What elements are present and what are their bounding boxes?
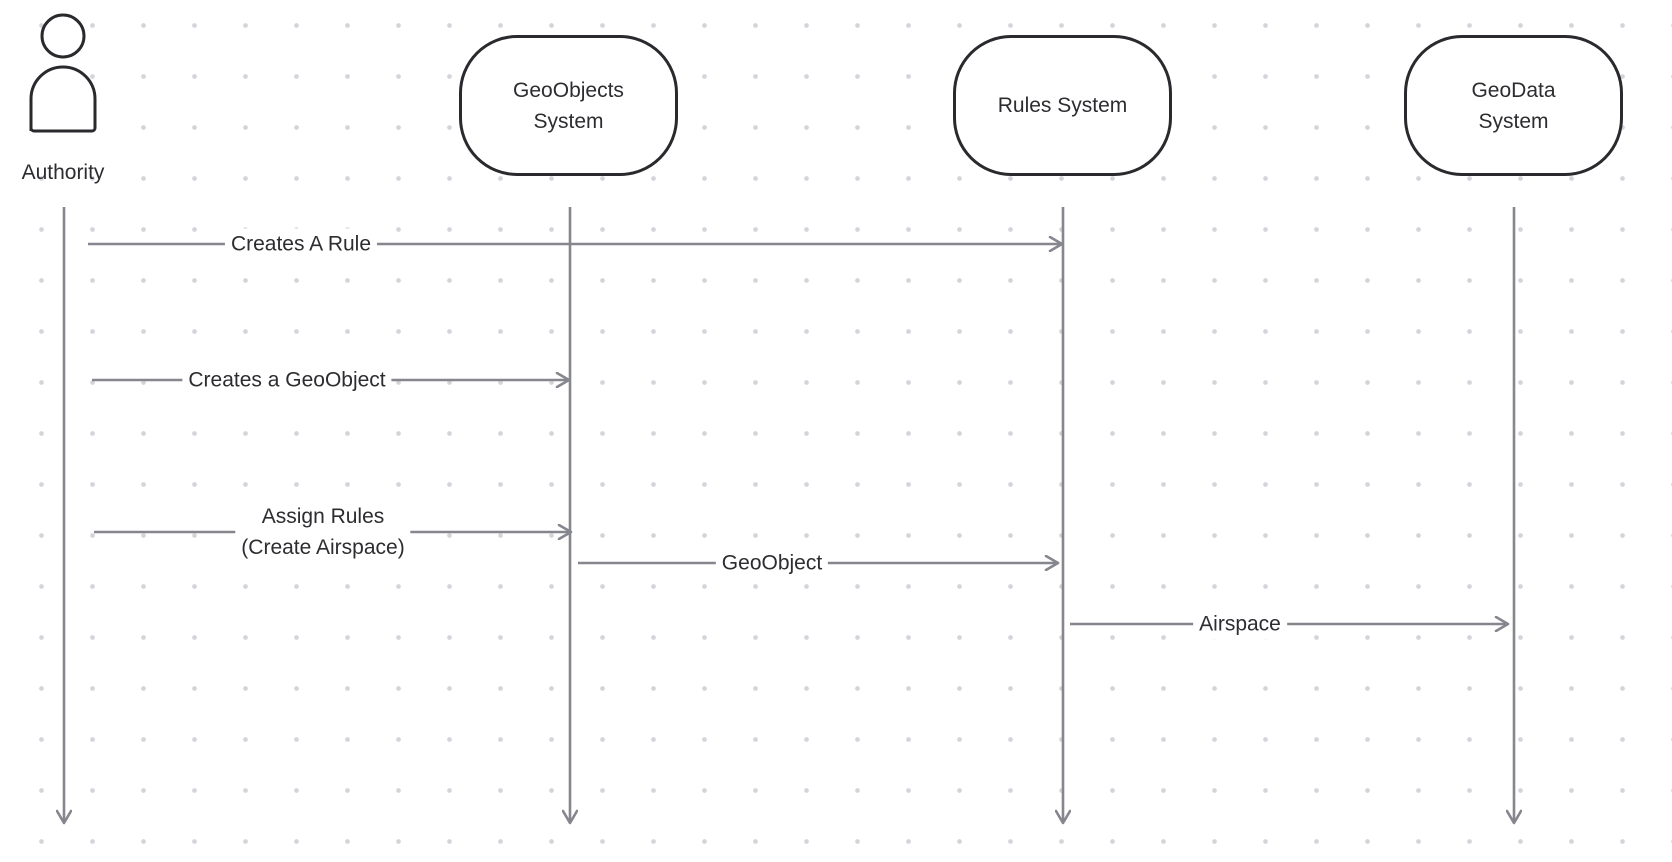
node-label: GeoObjects System [513, 78, 624, 133]
message-label-assign-rules: Assign Rules (Create Airspace) [235, 501, 411, 563]
actor-label-authority: Authority [21, 161, 105, 184]
lifelines [64, 207, 1514, 823]
message-label-creates-rule: Creates A Rule [224, 228, 378, 260]
node-label: GeoData System [1471, 78, 1556, 133]
node-geodata-system[interactable]: GeoData System [1404, 35, 1623, 176]
message-label-airspace: Airspace [1193, 608, 1287, 640]
node-geoobjects-system[interactable]: GeoObjects System [459, 35, 678, 176]
person-icon [29, 13, 97, 133]
node-rules-system[interactable]: Rules System [953, 35, 1172, 176]
message-label-creates-geoobject: Creates a GeoObject [182, 364, 392, 396]
message-label-geoobject: GeoObject [715, 547, 829, 579]
node-label: Rules System [997, 94, 1128, 117]
